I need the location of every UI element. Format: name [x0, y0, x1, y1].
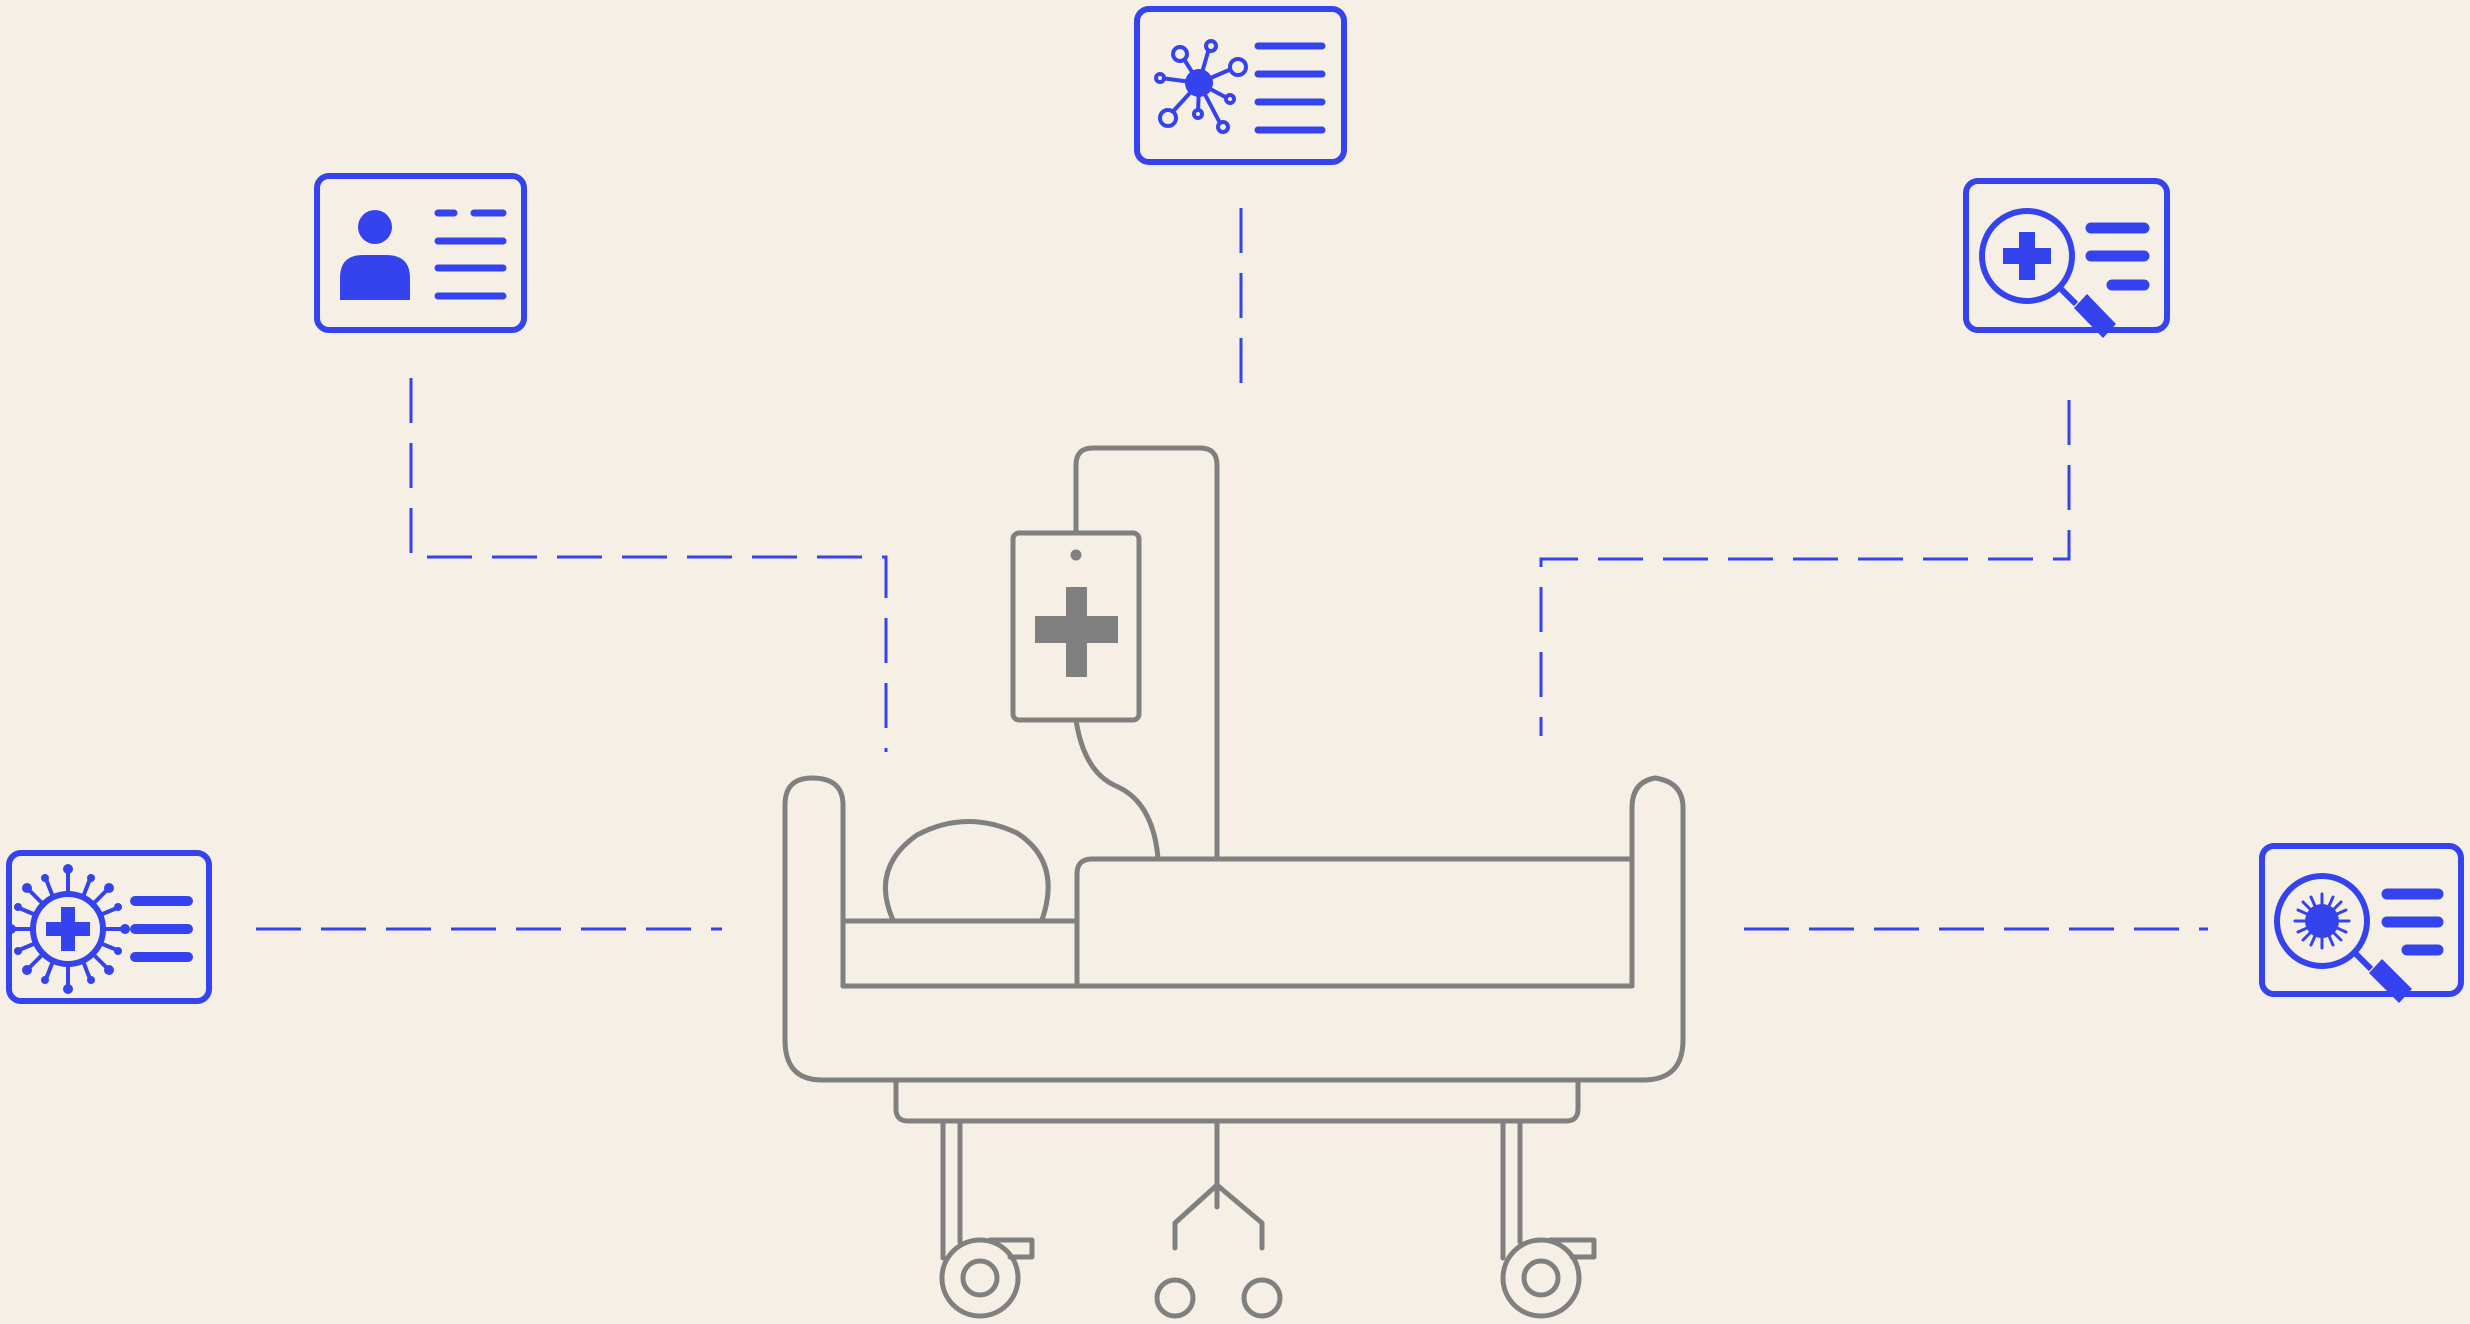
virus-medical-card-icon — [6, 850, 212, 1004]
center-caster — [1172, 1118, 1265, 1251]
medical-cross-icon — [46, 907, 90, 951]
virus-search-report-icon — [2259, 843, 2464, 1003]
magnifier-grip — [2074, 294, 2116, 338]
magnifier-lens — [2274, 873, 2370, 969]
card-frame — [2259, 843, 2464, 997]
center-caster-right-wheel — [1241, 1277, 1283, 1319]
magnifier-handle — [2353, 951, 2374, 972]
bed-mattress — [1074, 856, 1635, 989]
magnifier-handle — [2058, 286, 2079, 307]
left-wheel-hub — [960, 1258, 1000, 1298]
pillow — [883, 819, 1051, 923]
hospital-bed-with-iv-drip-icon — [782, 445, 1686, 1319]
text-lines — [1254, 42, 1326, 134]
right-wheel-bracket — [1547, 1237, 1597, 1260]
connector-medical-search — [1539, 400, 2071, 736]
virus-icon — [2293, 892, 2351, 950]
card-frame — [1134, 6, 1347, 165]
person-head-icon — [358, 210, 392, 244]
text-lines — [434, 209, 507, 300]
left-wheel-bracket — [987, 1237, 1035, 1260]
patient-id-card-icon — [314, 173, 527, 333]
left-leg — [940, 1118, 963, 1261]
virus-network-report-icon — [1134, 6, 1347, 165]
medical-cross-icon — [1035, 587, 1118, 677]
medical-cross-icon — [2003, 232, 2051, 280]
connector-patient-id — [409, 378, 888, 752]
magnifier-lens — [1979, 208, 2075, 304]
network-graph-icon — [1154, 39, 1248, 134]
right-wheel — [1500, 1237, 1582, 1319]
iv-bag-hole — [1070, 549, 1082, 561]
connectors — [256, 208, 2208, 931]
person-body-icon — [340, 255, 410, 300]
right-wheel-hub — [1521, 1258, 1561, 1298]
center-caster-left-wheel — [1154, 1277, 1196, 1319]
magnifier-grip — [2369, 959, 2412, 1003]
card-frame — [314, 173, 527, 333]
iv-tube — [1073, 717, 1161, 861]
text-lines — [2381, 888, 2444, 956]
text-lines — [130, 896, 193, 962]
bed-frame — [782, 775, 1686, 1083]
left-wheel — [939, 1237, 1021, 1319]
card-frame — [1963, 178, 2170, 333]
virus-icon — [6, 864, 130, 994]
medical-search-report-icon — [1963, 178, 2170, 338]
right-leg — [1500, 1118, 1523, 1261]
iv-pole — [1073, 445, 1220, 861]
bed-underframe — [893, 1077, 1581, 1124]
head-mattress — [840, 918, 1080, 989]
text-lines — [2085, 222, 2150, 291]
